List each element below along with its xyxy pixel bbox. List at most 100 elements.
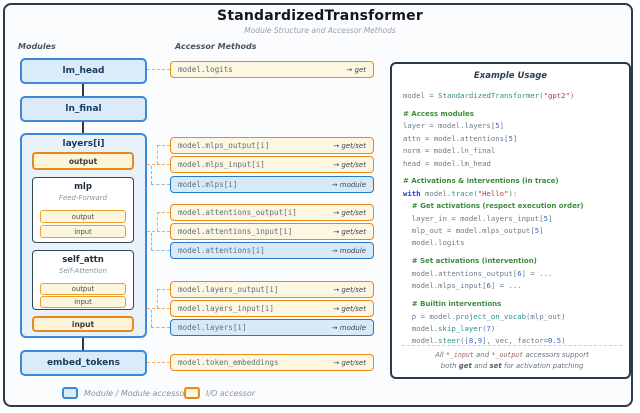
- code-line: model.skip_layer(7): [403, 323, 496, 333]
- accessor-arrow: → module: [331, 323, 366, 332]
- code-line: # Activations & interventions (in trace): [403, 177, 559, 186]
- accessors-column-header: Accessor Methods: [175, 42, 257, 51]
- self-attn-input-box: input: [40, 296, 126, 308]
- module-box-embed-tokens: embed_tokens: [20, 350, 147, 376]
- layers-output-box: output: [32, 152, 134, 170]
- accessor-box-attentions-output: model.attentions_output[i] → get/set: [170, 204, 374, 221]
- layers-label: layers[i]: [62, 139, 105, 149]
- accessor-arrow: → get/set: [333, 285, 366, 294]
- connector-mlp-module-stub: [151, 184, 170, 185]
- code-line: model.attentions_output[6] = ...: [403, 268, 553, 278]
- accessor-box-layers-input: model.layers_input[i] → get/set: [170, 300, 374, 317]
- mlp-output-box: output: [40, 210, 126, 223]
- legend-io-swatch: [184, 387, 200, 399]
- code-line: mlp_out = model.mlps_output[5]: [403, 226, 544, 236]
- accessor-code: model.mlps_output[i]: [178, 141, 270, 150]
- accessor-code: model.layers[i]: [178, 323, 247, 332]
- accessor-code: model.mlps_input[i]: [178, 160, 265, 169]
- code-line: model.mlps_input[6] = ...: [403, 281, 522, 291]
- footnote-line-1: All *_input and *_output accessors suppo…: [435, 351, 589, 359]
- accessor-code: model.layers_output[i]: [178, 285, 279, 294]
- example-usage-title: Example Usage: [473, 71, 548, 81]
- accessor-box-token-embeddings: model.token_embeddings → get/set: [170, 354, 374, 371]
- code-block: model = StandardizedTransformer("gpt2") #…: [403, 90, 621, 348]
- accessor-box-attentions: model.attentions[i] → module: [170, 242, 374, 259]
- connector-attn-riser: [157, 212, 158, 231]
- connector-lmhead-logits: [147, 69, 170, 70]
- connector-embed-token-embeddings: [147, 362, 170, 363]
- figure-title: StandardizedTransformer: [217, 8, 423, 24]
- code-line: # Access modules: [403, 109, 474, 118]
- accessor-arrow: → get: [346, 65, 366, 74]
- accessor-arrow: → get/set: [333, 304, 366, 313]
- code-line: model = StandardizedTransformer("gpt2"): [403, 91, 575, 100]
- code-line: # Set activations (intervention): [411, 257, 537, 266]
- module-box-ln-final: ln_final: [20, 96, 147, 122]
- accessor-code: model.attentions_output[i]: [178, 208, 297, 217]
- connector-attn-main: [147, 231, 170, 232]
- accessor-code: model.mlps[i]: [178, 180, 238, 189]
- connector-layers-output-stub: [157, 289, 170, 290]
- connector-attn-module-stub: [151, 250, 170, 251]
- code-line: model.logits: [403, 238, 465, 248]
- code-line: # Get activations (respect execution ord…: [411, 202, 584, 211]
- accessor-box-logits: model.logits → get: [170, 61, 374, 78]
- figure-subtitle: Module Structure and Accessor Methods: [244, 26, 396, 35]
- code-line: # Builtin interventions: [411, 300, 502, 309]
- accessor-arrow: → get/set: [333, 141, 366, 150]
- connector-lmhead-lnfinal: [82, 84, 84, 96]
- legend-module-swatch: [62, 387, 78, 399]
- connector-layers-embed: [82, 338, 84, 350]
- code-line: layer = model.layers[5]: [403, 121, 505, 131]
- accessor-arrow: → get/set: [333, 358, 366, 367]
- connector-mlp-main: [147, 164, 170, 165]
- accessor-arrow: → module: [331, 180, 366, 189]
- accessor-code: model.attentions_input[i]: [178, 227, 293, 236]
- code-line: head = model.lm_head: [403, 158, 491, 168]
- accessor-box-attentions-input: model.attentions_input[i] → get/set: [170, 223, 374, 240]
- module-box-lm-head: lm_head: [20, 58, 147, 84]
- legend-io-label: I/O accessor: [206, 389, 256, 398]
- self-attn-title: self_attn: [62, 255, 104, 265]
- code-line: p = model.project_on_vocab(mlp_out): [403, 311, 566, 321]
- footnote-line-2: both get and set for activation patching: [440, 361, 584, 370]
- legend-module-label: Module / Module accessor: [84, 389, 188, 398]
- accessor-box-mlps-output: model.mlps_output[i] → get/set: [170, 137, 374, 154]
- connector-layers-riser: [157, 289, 158, 308]
- accessor-box-mlps-input: model.mlps_input[i] → get/set: [170, 156, 374, 173]
- accessor-code: model.attentions[i]: [178, 246, 265, 255]
- accessor-box-mlps: model.mlps[i] → module: [170, 176, 374, 193]
- accessor-arrow: → get/set: [333, 208, 366, 217]
- accessor-arrow: → get/set: [333, 227, 366, 236]
- self-attn-subtitle: Self-Attention: [59, 267, 107, 275]
- connector-attn-output-stub: [157, 212, 170, 213]
- accessor-code: model.layers_input[i]: [178, 304, 275, 313]
- mlp-input-box: input: [40, 225, 126, 238]
- layers-input-box: input: [32, 316, 134, 332]
- code-line: attn = model.attentions[5]: [403, 133, 518, 143]
- example-footnote: All *_input and *_output accessors suppo…: [402, 345, 622, 371]
- connector-mlp-output-stub: [157, 145, 170, 146]
- modules-column-header: Modules: [18, 42, 56, 51]
- accessor-arrow: → get/set: [333, 160, 366, 169]
- code-line: norm = model.ln_final: [403, 146, 496, 156]
- code-line: model.steer([8,9], vec, factor=0.5): [403, 336, 566, 346]
- accessor-box-layers: model.layers[i] → module: [170, 319, 374, 336]
- self-attn-output-box: output: [40, 283, 126, 295]
- connector-mlp-module-drop: [151, 166, 152, 184]
- accessor-code: model.token_embeddings: [178, 358, 279, 367]
- code-line: with model.trace("Hello"):: [403, 188, 518, 198]
- accessor-box-layers-output: model.layers_output[i] → get/set: [170, 281, 374, 298]
- connector-attn-module-drop: [151, 233, 152, 250]
- connector-layers-main: [147, 308, 170, 309]
- accessor-code: model.logits: [178, 65, 233, 74]
- mlp-title: mlp: [74, 182, 92, 192]
- connector-lnfinal-layers: [82, 122, 84, 133]
- accessor-arrow: → module: [331, 246, 366, 255]
- connector-layers-module-stub: [151, 327, 170, 328]
- example-usage-panel: Example Usage model = StandardizedTransf…: [390, 62, 631, 379]
- connector-mlp-riser: [157, 145, 158, 164]
- connector-layers-module-drop: [151, 310, 152, 327]
- mlp-subtitle: Feed-Forward: [58, 194, 108, 202]
